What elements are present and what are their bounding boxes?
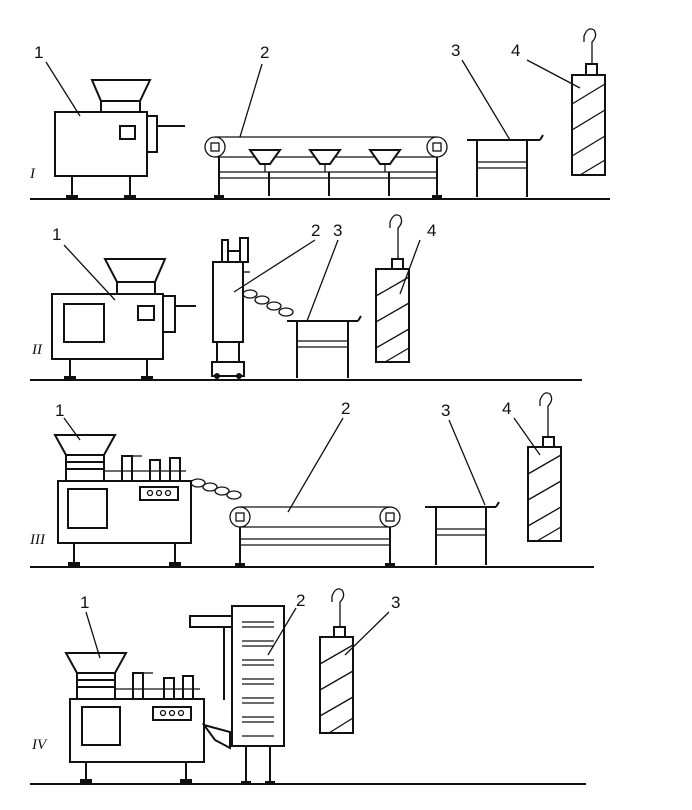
hanging-sausage-stick bbox=[527, 392, 562, 542]
conveyor-with-funnels bbox=[204, 136, 448, 199]
callout-2-row-2: 2 bbox=[311, 221, 320, 240]
hanging-sausage-stick bbox=[375, 214, 410, 363]
callout-3-row-4: 3 bbox=[391, 593, 400, 612]
callout-3-row-1: 3 bbox=[451, 41, 460, 60]
row-4: IV bbox=[30, 588, 586, 785]
hanging-sausage-stick bbox=[571, 28, 606, 176]
hanging-frame-conveyor bbox=[189, 605, 285, 784]
callout-2-row-4: 2 bbox=[296, 591, 305, 610]
callout-2-row-1: 2 bbox=[260, 43, 269, 62]
automatic-stuffer-linker bbox=[64, 652, 231, 783]
belt-conveyor bbox=[229, 506, 401, 567]
callout-2-row-3: 2 bbox=[341, 399, 350, 418]
callout-1-row-3: 1 bbox=[55, 401, 64, 420]
hanging-sausage-stick bbox=[319, 588, 354, 734]
table bbox=[287, 315, 362, 378]
callout-4-row-1: 4 bbox=[511, 41, 520, 60]
callout-3-row-3: 3 bbox=[441, 401, 450, 420]
callout-4-row-3: 4 bbox=[502, 399, 511, 418]
callout-3-row-2: 3 bbox=[333, 221, 342, 240]
callout-1-row-1: 1 bbox=[34, 43, 43, 62]
row-numeral-4: IV bbox=[31, 737, 48, 753]
table bbox=[425, 501, 500, 565]
row-3: III bbox=[29, 392, 594, 568]
row-1: I bbox=[29, 28, 610, 200]
stuffing-machine bbox=[54, 79, 185, 199]
callout-4-row-2: 4 bbox=[427, 221, 436, 240]
row-numeral-3: III bbox=[29, 532, 46, 548]
row-numeral-2: II bbox=[31, 342, 43, 358]
row-2: II bbox=[30, 214, 582, 381]
table bbox=[467, 134, 544, 197]
callout-1-row-4: 1 bbox=[80, 593, 89, 612]
automatic-stuffer-linker bbox=[53, 434, 242, 566]
row-numeral-1: I bbox=[29, 166, 36, 182]
stuffing-machine bbox=[51, 258, 196, 380]
callout-1-row-2: 1 bbox=[52, 225, 61, 244]
linking-machine bbox=[211, 237, 294, 379]
